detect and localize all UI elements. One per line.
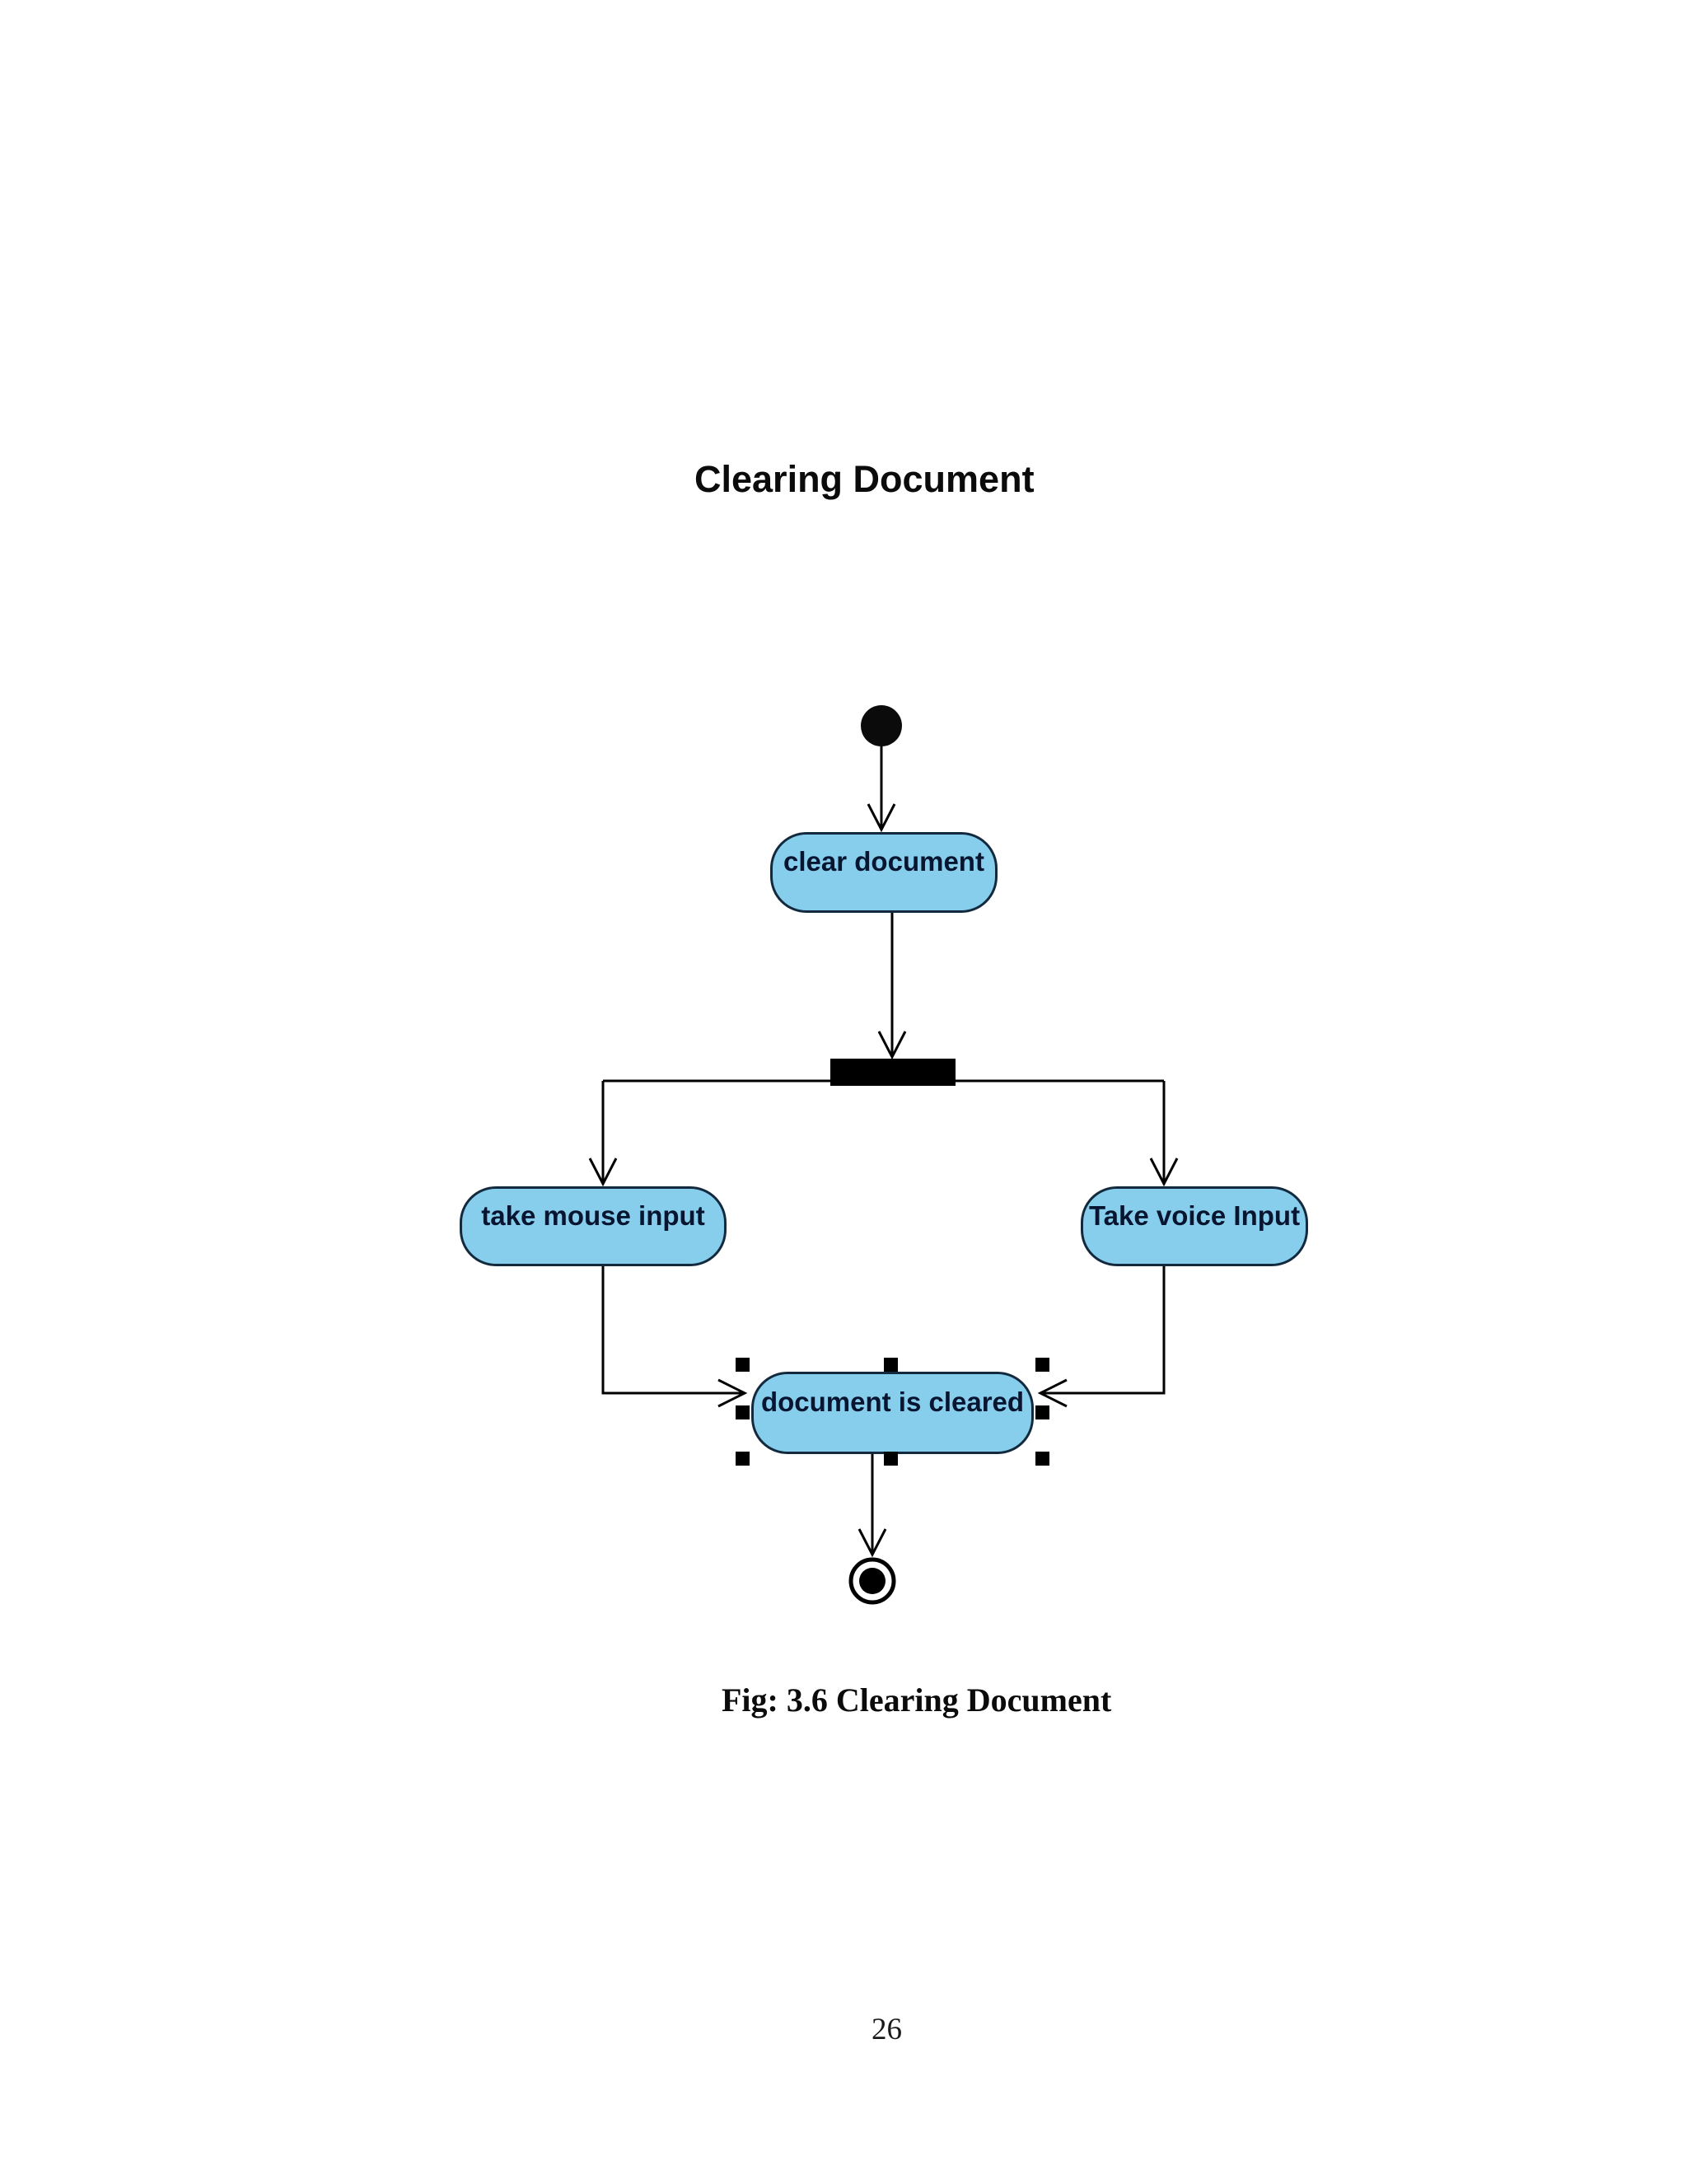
figure-caption: Fig: 3.6 Clearing Document (722, 1681, 1112, 1719)
edge-mouse-to-cleared-line (601, 1266, 744, 1395)
arrowhead-into-clear-document (867, 803, 896, 833)
action-node-take-voice-input: Take voice Input (1081, 1186, 1308, 1266)
arrowhead-into-final-node (858, 1528, 887, 1558)
arrowhead-into-take-mouse-input (588, 1157, 618, 1187)
initial-node (861, 705, 902, 746)
selection-handle-middle-left (736, 1405, 750, 1419)
selection-handle-top-left (736, 1358, 750, 1372)
edge-voice-to-cleared-line (1041, 1266, 1166, 1395)
action-node-clear-document: clear document (770, 832, 998, 913)
arrowhead-left-into-document-is-cleared (717, 1378, 748, 1408)
selection-handle-top-center (884, 1358, 898, 1372)
selection-handle-bottom-left (736, 1452, 750, 1466)
action-label-document-is-cleared: document is cleared (760, 1387, 1025, 1417)
final-node-dot (859, 1568, 886, 1594)
page-title: Clearing Document (694, 458, 1035, 500)
arrowhead-into-take-voice-input (1149, 1157, 1179, 1187)
arrowhead-right-into-document-is-cleared (1037, 1378, 1068, 1408)
arrowhead-into-fork (877, 1031, 907, 1060)
selection-handle-bottom-center (884, 1452, 898, 1466)
page-number: 26 (872, 2013, 902, 2046)
action-node-document-is-cleared: document is cleared (751, 1372, 1034, 1454)
action-label-take-voice-input: Take voice Input (1088, 1200, 1301, 1231)
action-label-take-mouse-input: take mouse input (481, 1200, 705, 1231)
action-label-clear-document: clear document (783, 846, 984, 877)
selection-handle-bottom-right (1035, 1452, 1049, 1466)
selection-handle-middle-right (1035, 1405, 1049, 1419)
action-node-take-mouse-input: take mouse input (460, 1186, 727, 1266)
fork-bar (830, 1059, 956, 1086)
selection-handle-top-right (1035, 1358, 1049, 1372)
